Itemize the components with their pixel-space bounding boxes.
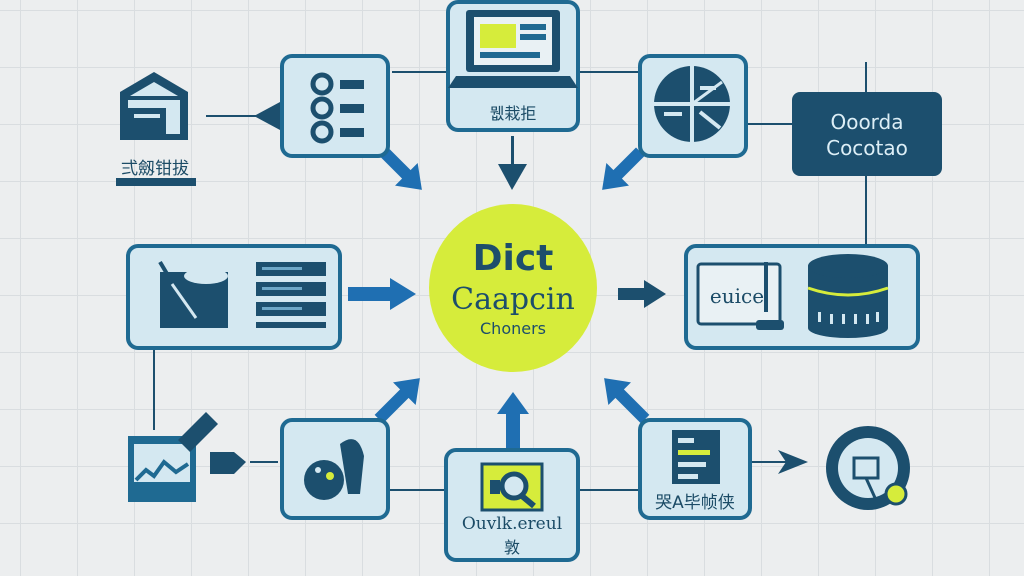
small-arrows [210,102,808,474]
list-icon [310,72,364,144]
bottom-center-search-panel[interactable] [444,448,580,562]
top-left-list-panel[interactable] [280,54,390,158]
bottom-center-line1: Ouvlk.ereul [461,514,563,534]
target-icon[interactable] [826,426,910,510]
inbound-arrows [348,147,650,450]
hub-caption: Choners [480,319,546,338]
dark-label-box[interactable] [792,92,942,176]
server-drum-icon [807,254,889,338]
hub-subtitle: Caapcin [451,282,575,317]
bottom-center-line2: 敦 [503,538,520,557]
chart-screen-icon[interactable] [128,412,218,502]
dark-box-line1: Ooorda [830,110,904,134]
top-laptop-panel[interactable] [446,0,580,132]
top-right-pie-panel[interactable] [638,54,748,158]
mid-right-label: euice [709,284,765,308]
connector-lines [153,62,867,491]
bottom-right-label: 哭A毕帧侠 [655,493,735,513]
hub-title: Dict [472,238,554,279]
hub-circle[interactable] [429,204,597,372]
rows-icon [256,262,326,328]
search-icon [480,462,544,512]
bottom-right-checklist-panel[interactable] [638,418,752,520]
dark-box-line2: Cocotao [826,136,908,160]
pie-chart-icon [654,66,730,142]
mid-left-panel[interactable] [126,244,342,350]
house-icon[interactable] [116,72,196,186]
database-icon [158,260,228,328]
checklist-icon [672,430,720,484]
monitor-icon [696,262,784,330]
bulb-icon [304,439,364,500]
bottom-left-bulb-panel[interactable] [280,418,390,520]
top-laptop-label: 뭾栽拒 [489,104,537,123]
house-label: 弍劔钳拔 [121,159,189,179]
mid-right-panel[interactable] [684,244,920,350]
laptop-icon [448,10,578,88]
